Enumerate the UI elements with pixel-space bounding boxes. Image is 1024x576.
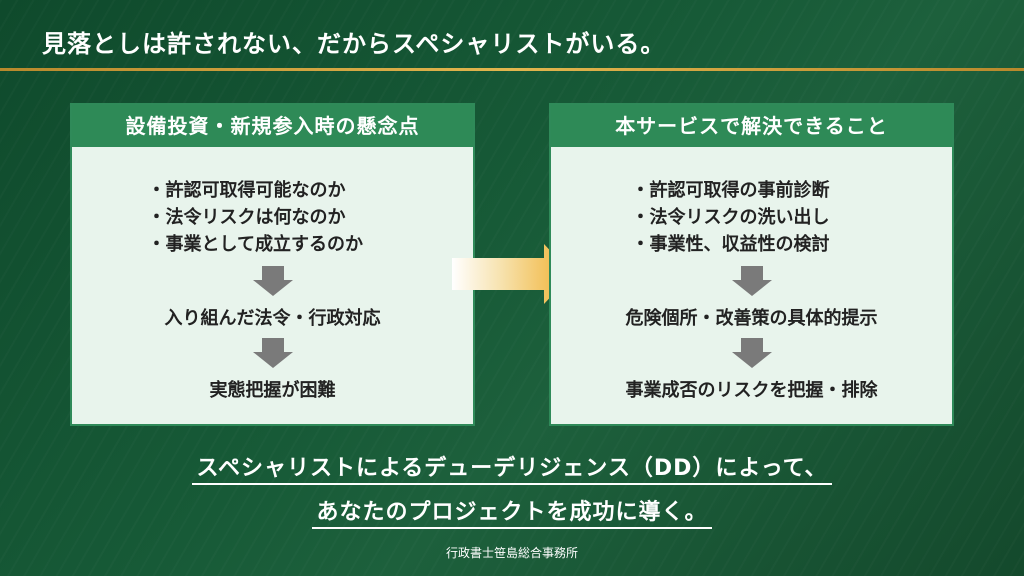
concern-step-1: 入り組んだ法令・行政対応 — [164, 308, 381, 329]
solutions-list: ・許認可取得の事前診断 ・法令リスクの洗い出し ・事業性、収益性の検討 — [632, 177, 872, 258]
down-arrow-icon — [252, 266, 293, 298]
message-line-2: あなたのプロジェクトを成功に導く。 — [0, 494, 1024, 529]
message-text: スペシャリストによるデューデリジェンス（DD）によって、 — [192, 456, 832, 485]
concern-step-2: 実態把握が困難 — [209, 380, 336, 401]
right-arrow-icon — [452, 244, 572, 304]
slide-title: 見落としは許されない、だからスペシャリストがいる。 — [42, 30, 666, 58]
list-item: ・事業として成立するのか — [147, 234, 363, 255]
concerns-header: 設備投資・新規参入時の懸念点 — [72, 105, 473, 147]
message-line-1: スペシャリストによるデューデリジェンス（DD）によって、 — [0, 450, 1024, 485]
concerns-panel: 設備投資・新規参入時の懸念点 ・許認可取得可能なのか ・法令リスクは何なのか ・… — [70, 103, 475, 426]
list-item: ・法令リスクは何なのか — [147, 207, 346, 228]
list-item: ・事業性、収益性の検討 — [631, 234, 830, 255]
list-item: ・許認可取得可能なのか — [147, 180, 346, 201]
company-name: 行政書士笹島総合事務所 — [445, 546, 578, 560]
list-item: ・法令リスクの洗い出し — [631, 207, 830, 228]
down-arrow-icon — [731, 338, 772, 370]
solution-step-2: 事業成否のリスクを把握・排除 — [625, 380, 878, 401]
down-arrow-icon — [731, 266, 772, 298]
concerns-list: ・許認可取得可能なのか ・法令リスクは何なのか ・事業として成立するのか — [148, 177, 398, 258]
gold-divider — [0, 68, 1024, 71]
solution-step-1: 危険個所・改善策の具体的提示 — [625, 308, 878, 329]
list-item: ・許認可取得の事前診断 — [631, 180, 830, 201]
solutions-header: 本サービスで解決できること — [551, 105, 952, 147]
solutions-panel: 本サービスで解決できること ・許認可取得の事前診断 ・法令リスクの洗い出し ・事… — [549, 103, 954, 426]
down-arrow-icon — [252, 338, 293, 370]
message-text: あなたのプロジェクトを成功に導く。 — [312, 500, 712, 529]
